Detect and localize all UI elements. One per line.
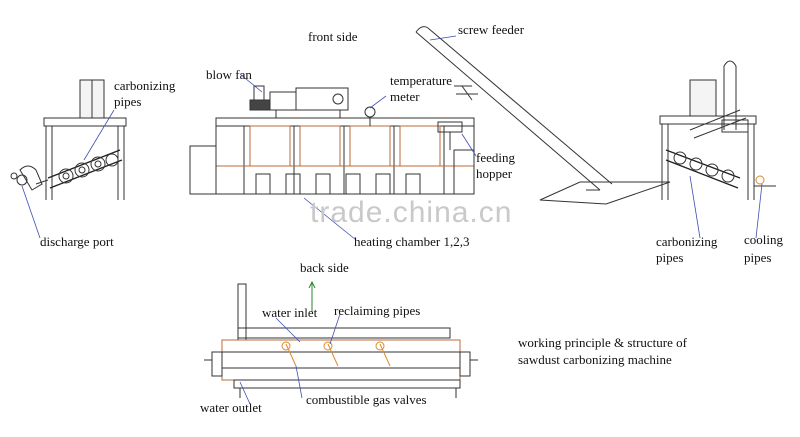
- front-view: [189, 85, 475, 195]
- cooling-pipes-label-line2: pipes: [744, 250, 772, 265]
- reclaiming-pipes-label: reclaiming pipes: [334, 303, 421, 318]
- back-side-label: back side: [300, 260, 349, 275]
- combustible-gas-valves-label: combustible gas valves: [306, 392, 427, 407]
- water-inlet-label: water inlet: [262, 305, 318, 320]
- cooling-pipes-label-line1: cooling: [744, 232, 783, 247]
- watermark-logo: trade.china.cn: [310, 196, 513, 229]
- right-end-view: [659, 60, 776, 200]
- leader-lines: [21, 35, 763, 405]
- caption-line2: sawdust carbonizing machine: [518, 352, 672, 367]
- temperature-meter-label-line2: meter: [390, 89, 420, 104]
- left-end-view: [10, 79, 127, 200]
- carbonizing-pipes-right-label-line1: carbonizing: [656, 234, 718, 249]
- feeding-hopper-label-line2: hopper: [476, 166, 513, 181]
- temperature-meter-label-line1: temperature: [390, 73, 453, 88]
- screw-feeder-label: screw feeder: [458, 22, 525, 37]
- carbonizing-pipes-right-label-line2: pipes: [656, 250, 684, 265]
- heating-chamber-label: heating chamber 1,2,3: [354, 234, 470, 249]
- front-side-label: front side: [308, 29, 358, 44]
- discharge-port-label: discharge port: [40, 234, 114, 249]
- caption-line1: working principle & structure of: [518, 335, 687, 350]
- water-outlet-label: water outlet: [200, 400, 262, 415]
- screw-feeder-drawing: [415, 26, 671, 205]
- feeding-hopper-label-line1: feeding: [476, 150, 515, 165]
- carbonizing-pipes-left-label-line1: carbonizing: [114, 78, 176, 93]
- blow-fan-label: blow fan: [206, 67, 252, 82]
- carbonizing-pipes-left-label-line2: pipes: [114, 94, 142, 109]
- back-view: [204, 280, 478, 398]
